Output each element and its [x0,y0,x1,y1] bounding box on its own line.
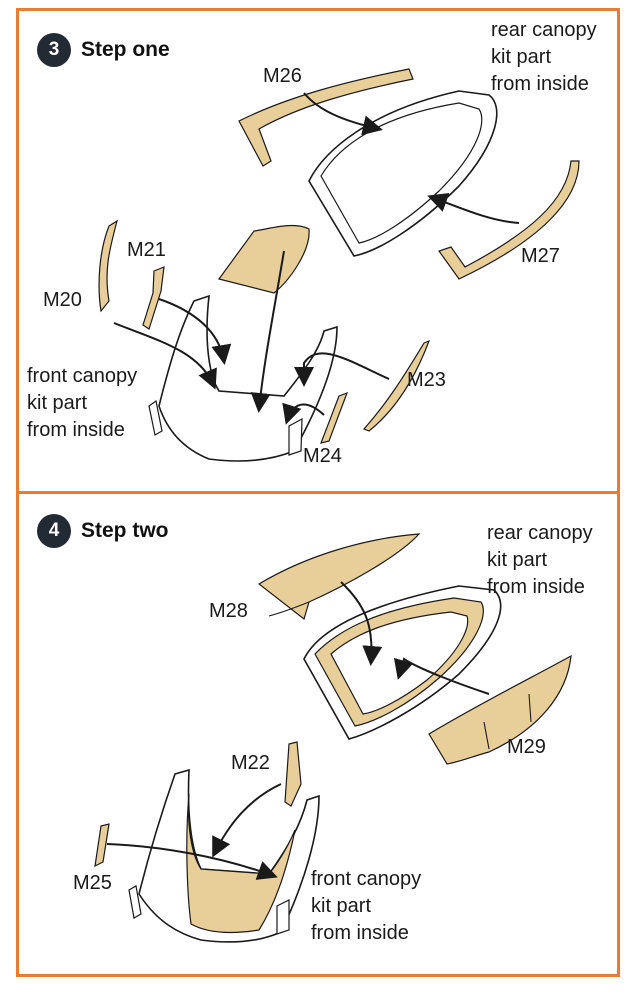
label-m21: M21 [127,239,166,261]
step-two-panel: 4 Step two rear canopy kit part from ins… [16,491,620,977]
step-two-header: 4 Step two [37,514,169,548]
front-canopy-note: front canopy kit part from inside [27,365,138,441]
rear-canopy-note: rear canopy kit part from inside [491,19,597,95]
label-m24: M24 [303,445,342,467]
label-m23: M23 [407,369,446,391]
front-canopy-note: front canopy kit part from inside [311,868,422,944]
label-m20: M20 [43,289,82,311]
label-m28: M28 [209,600,248,622]
mask-m26 [238,68,414,167]
rear-canopy-note: rear canopy kit part from inside [487,522,593,598]
step-one-panel: 3 Step one rear canopy kit part from ins… [16,8,620,494]
step-number-badge: 4 [37,514,71,548]
label-m26: M26 [263,65,302,87]
step-one-header: 3 Step one [37,33,170,67]
step-title: Step two [81,519,169,542]
step-one-illustration [98,68,580,462]
mask-m28 [257,533,421,621]
step-two-arrows [106,581,490,880]
step-number-badge: 3 [37,33,71,67]
mask-m27 [438,160,580,280]
step-title: Step one [81,38,170,61]
mask-m24 [320,391,349,444]
mask-m21 [142,266,165,330]
mask-m29 [428,654,572,765]
step-one-arrows [113,92,520,425]
label-m27: M27 [521,245,560,267]
front-canopy-part [148,294,338,462]
mask-m20 [98,219,118,313]
label-m29: M29 [507,736,546,758]
step-two-illustration [94,533,572,943]
mask-m22 [284,741,302,807]
rear-canopy-part [308,90,498,257]
mask-m25 [94,823,110,868]
mask-m23 [362,339,431,432]
front-canopy-part [128,768,320,943]
label-m22: M22 [231,752,270,774]
mask-center-panel [217,224,310,294]
label-m25: M25 [73,872,112,894]
